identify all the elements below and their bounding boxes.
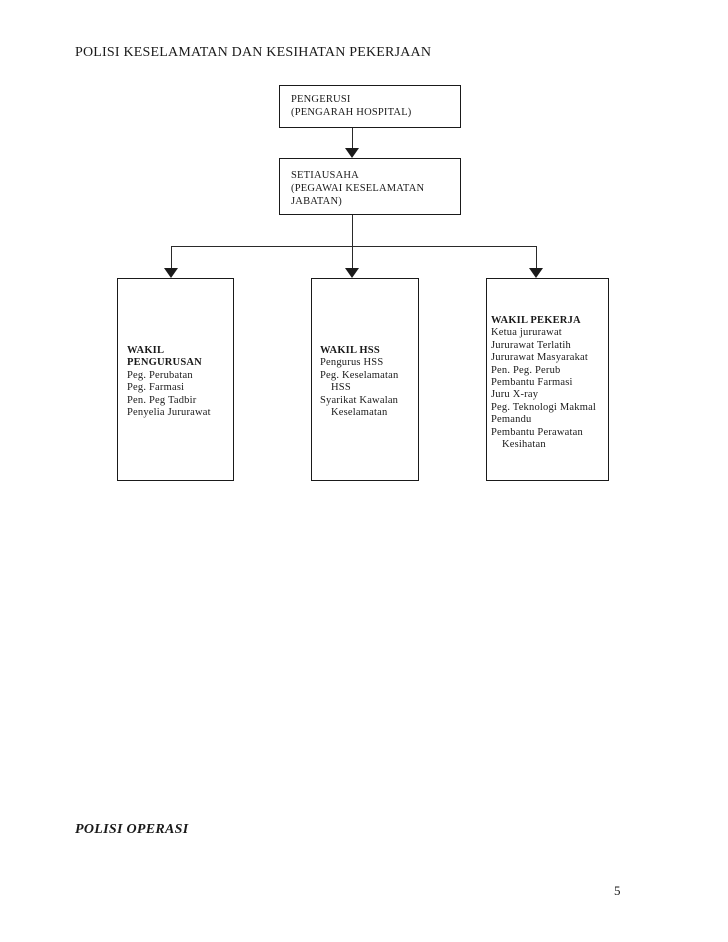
- connector-line: [171, 246, 172, 269]
- org-box-title: SETIAUSAHA: [291, 170, 359, 181]
- member-line: Peg. Keselamatan HSS: [320, 369, 399, 394]
- org-box-subtitle: (PENGARAH HOSPITAL): [291, 107, 412, 118]
- member-line: Peg. Teknologi Makmal: [491, 401, 597, 413]
- arrow-down-icon: [345, 268, 359, 278]
- arrow-down-icon: [529, 268, 543, 278]
- org-box-pengerusi: PENGERUSI (PENGARAH HOSPITAL): [279, 85, 461, 128]
- connector-line: [352, 215, 353, 246]
- member-line: Peg. Farmasi: [127, 382, 185, 394]
- org-box-heading: WAKIL HSS: [320, 345, 380, 356]
- connector-line: [352, 128, 353, 149]
- member-line: Jururawat Terlatih: [491, 339, 571, 351]
- connector-line: [352, 246, 353, 269]
- member-line: Penyelia Jururawat: [127, 407, 211, 419]
- page-title: POLISI KESELAMATAN DAN KESIHATAN PEKERJA…: [75, 45, 432, 60]
- member-line: Pembantu Perawatan Kesihatan: [491, 426, 583, 451]
- arrow-down-icon: [345, 148, 359, 158]
- org-box-setiausaha: SETIAUSAHA (PEGAWAI KESELAMATAN JABATAN): [279, 158, 461, 215]
- section-heading: POLISI OPERASI: [75, 822, 189, 837]
- arrow-down-icon: [164, 268, 178, 278]
- member-line: Pemandu: [491, 414, 532, 426]
- connector-line: [536, 246, 537, 269]
- member-line: Peg. Perubatan: [127, 369, 193, 381]
- member-line: Ketua jururawat: [491, 327, 562, 339]
- page-number: 5: [614, 883, 621, 898]
- member-line: Pembantu Farmasi: [491, 377, 573, 389]
- member-line: Pengurus HSS: [320, 357, 384, 369]
- connector-line: [171, 246, 537, 247]
- member-line: Jururawat Masyarakat: [491, 352, 589, 364]
- member-line: Juru X-ray: [491, 389, 539, 401]
- org-box-title: PENGERUSI: [291, 94, 351, 105]
- member-line: Pen. Peg. Perub: [491, 364, 561, 376]
- org-box-heading: WAKIL PEKERJA: [491, 315, 581, 326]
- org-box-subtitle: (PEGAWAI KESELAMATAN JABATAN): [291, 183, 425, 207]
- member-line: Syarikat Kawalan Keselamatan: [320, 394, 399, 419]
- member-line: Pen. Peg Tadbir: [127, 394, 197, 406]
- org-box-heading: WAKIL PENGURUSAN: [127, 345, 202, 369]
